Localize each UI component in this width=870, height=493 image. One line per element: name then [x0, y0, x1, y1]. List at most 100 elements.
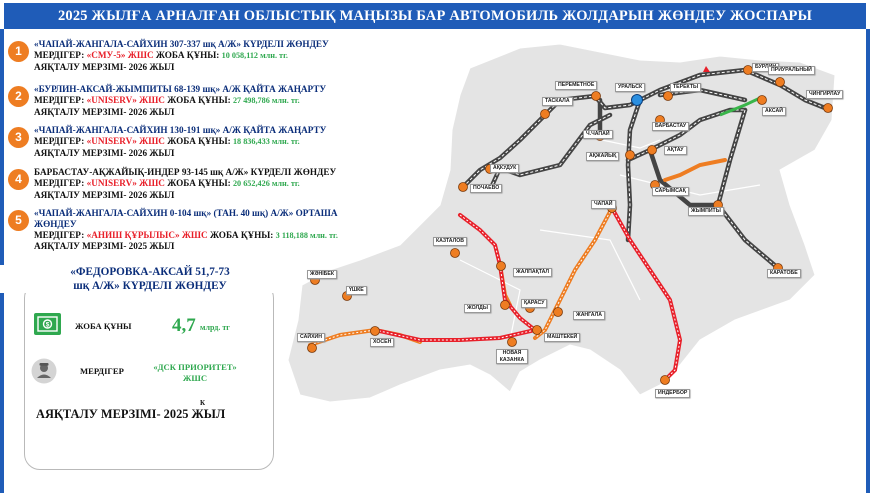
feature-contractor-line2: ЖШС — [182, 373, 208, 383]
road-centerline — [534, 207, 613, 339]
cost-label: ЖОБА ҚҰНЫ: — [167, 94, 231, 105]
city-label-aktau: АҚТАУ — [664, 146, 687, 155]
road-green — [719, 96, 761, 117]
city-dot — [775, 77, 785, 87]
money-icon: $ — [34, 313, 61, 335]
city-label-zhangala: ЖАНГАЛА — [573, 311, 605, 320]
project-deadline: АЯҚТАЛУ МЕРЗІМІ- 2026 ЖЫЛ — [34, 61, 175, 72]
project-number-badge: 3 — [8, 127, 29, 148]
road-orange-centerline-group — [309, 207, 613, 346]
region-shape — [287, 43, 836, 403]
city-dot — [663, 91, 673, 101]
cost-value: 10 058,112 млн. тг. — [221, 50, 288, 60]
city-label-zhalpaktal: ЖАЛПАҚТАЛ — [513, 268, 553, 277]
project-name: «БУРЛИН-АКСАЙ-ЖЫМПИТЫ 68-139 шқ» А/Ж ҚАЙ… — [34, 84, 327, 94]
city-dot — [625, 150, 635, 160]
city-dot — [553, 307, 563, 317]
city-label-karasu: ҚАРАСУ — [521, 299, 548, 308]
city-dot — [370, 326, 380, 336]
city-label-kaztalov: КАЗТАЛОВ — [433, 237, 468, 246]
feature-deadline-mark: К — [200, 399, 206, 407]
capital-dot — [631, 94, 643, 106]
road-centerline — [717, 109, 779, 269]
contractor-label: МЕРДІГЕР: — [34, 177, 85, 188]
contractor-value: «UNISERV» ЖШС — [86, 177, 165, 188]
cost-value: 20 652,426 млн. тг. — [232, 178, 300, 188]
contractor-label: МЕРДІГЕР: — [34, 94, 85, 105]
feature-cost-unit: млрд. тг — [200, 323, 230, 332]
contractor-value: «UNISERV» ЖШС — [86, 94, 165, 105]
city-dot — [307, 343, 317, 353]
feature-deadline: АЯҚТАЛУ МЕРЗІМІ- 2025 ЖЫЛ — [36, 407, 226, 421]
city-label-aksai: АКСАЙ — [762, 107, 786, 116]
road-red — [373, 328, 537, 342]
city-label-saikhin: САЙХИН — [297, 333, 326, 342]
city-label-peremetnoe: ПЕРЕМЕТНОЕ — [555, 81, 598, 90]
city-dot — [591, 91, 601, 101]
city-label-zhympity: ЖЫМПИТЫ — [688, 207, 724, 216]
cost-label: ЖОБА ҚҰНЫ: — [155, 49, 220, 60]
city-label-akkuduk: АҚКУДУК — [490, 164, 520, 173]
city-label-mashtekesh: МАШТЕКЕЙ — [544, 333, 581, 342]
feature-cost-label: ЖОБА ҚҰНЫ — [75, 321, 132, 331]
project-deadline: АЯҚТАЛУ МЕРЗІМІ- 2026 ЖЫЛ — [34, 147, 175, 158]
city-dot — [496, 261, 506, 271]
city-dot — [450, 248, 460, 258]
city-label-chapaev-n: Ч.ЧАПАЙ — [583, 130, 613, 139]
city-label-zhanibek: ЖӘНІБЕК — [307, 270, 337, 279]
project-name: «ЧАПАЙ-ЖАНГАЛА-САЙХИН 0-104 шқ» (ТАН. 40… — [34, 208, 338, 229]
project-number-badge: 2 — [8, 86, 29, 107]
contractor-icon — [31, 358, 57, 384]
contractor-label: МЕРДІГЕР: — [34, 49, 85, 60]
city-dot — [540, 109, 550, 119]
district-border — [459, 259, 521, 341]
city-label-sarymsak: САРЫМСАҚ — [652, 187, 689, 196]
city-label-uzhyn: ҮШКЕ — [346, 286, 367, 295]
road-centerline — [309, 329, 421, 346]
city-label-terekti: ТЕРЕКТЫ — [670, 83, 702, 92]
feature-contractor-line1: «ДСК ПРИОРИТЕТ» — [153, 362, 237, 372]
feature-contractor-value: «ДСК ПРИОРИТЕТ» ЖШС — [145, 362, 245, 384]
city-dot — [532, 325, 542, 335]
city-label-uralsk: УРАЛЬСК — [615, 83, 646, 92]
cost-label: ЖОБА ҚҰНЫ: — [209, 229, 274, 240]
city-label-novaya-kazanka: НОВАЯ КАЗАНКА — [496, 349, 528, 364]
road-centerline — [489, 114, 611, 191]
cost-value: 3 118,188 млн. тг. — [275, 230, 338, 240]
flag-marker-icon — [703, 66, 710, 72]
project-name: «ЧАПАЙ-ЖАНГАЛА-САЙХИН 307-337 шқ А/Ж» КҮ… — [34, 39, 329, 49]
contractor-value: «UNISERV» ЖШС — [86, 135, 165, 146]
feature-title-line2: шқ А/Ж» КҮРДЕЛІ ЖӨНДЕУ — [73, 280, 227, 292]
contractor-label: МЕРДІГЕР: — [34, 229, 85, 240]
city-dot — [660, 375, 670, 385]
road-centerline — [462, 69, 831, 188]
cost-value: 18 836,433 млн. тг. — [232, 136, 300, 146]
feature-contractor-label: МЕРДІГЕР — [80, 366, 124, 376]
city-dot — [458, 182, 468, 192]
project-name: «ЧАПАЙ-ЖАНГАЛА-САЙХИН 130-191 шқ» А/Ж ҚА… — [34, 125, 327, 135]
project-number-badge: 4 — [8, 169, 29, 190]
city-label-priuralny: ПРИУРАЛЬНЫЙ — [768, 66, 815, 75]
page-title: 2025 ЖЫЛҒА АРНАЛҒАН ОБЛЫСТЫҚ МАҢЫЗЫ БАР … — [4, 3, 866, 29]
city-label-taskala: ТАСКАЛА — [542, 97, 573, 106]
cost-label: ЖОБА ҚҰНЫ: — [167, 135, 231, 146]
contractor-label: МЕРДІГЕР: — [34, 135, 85, 146]
feature-cost-value: 4,7 — [172, 315, 196, 336]
project-deadline: АЯҚТАЛУ МЕРЗІМІ- 2025 ЖЫЛ — [34, 241, 175, 252]
city-dot — [647, 145, 657, 155]
cost-label: ЖОБА ҚҰНЫ: — [167, 177, 231, 188]
city-label-chapai: ЧАПАЙ — [591, 200, 616, 209]
svg-text:$: $ — [46, 322, 50, 329]
feature-title: «ФЕДОРОВКА-АКСАЙ 51,7-73 шқ А/Ж» КҮРДЕЛІ… — [0, 265, 300, 293]
city-label-chingirlau: ЧИНГИРЛАУ — [806, 90, 844, 99]
cost-value: 27 498,786 млн. тг. — [232, 95, 300, 105]
city-label-akzhaik: АҚЖАЙЫҚ — [586, 152, 620, 161]
contractor-value: «АНИШ ҚҰРЫЛЫС» ЖШС — [86, 229, 208, 240]
project-deadline: АЯҚТАЛУ МЕРЗІМІ- 2026 ЖЫЛ — [34, 106, 175, 117]
city-label-hosen: ХОСЕН — [370, 338, 395, 347]
contractor-value: «СМУ-5» ЖШС — [86, 49, 154, 60]
project-deadline: АЯҚТАЛУ МЕРЗІМІ- 2026 ЖЫЛ — [34, 189, 175, 200]
project-number-badge: 5 — [8, 210, 29, 231]
city-dot — [757, 95, 767, 105]
road-centerline — [459, 214, 536, 331]
